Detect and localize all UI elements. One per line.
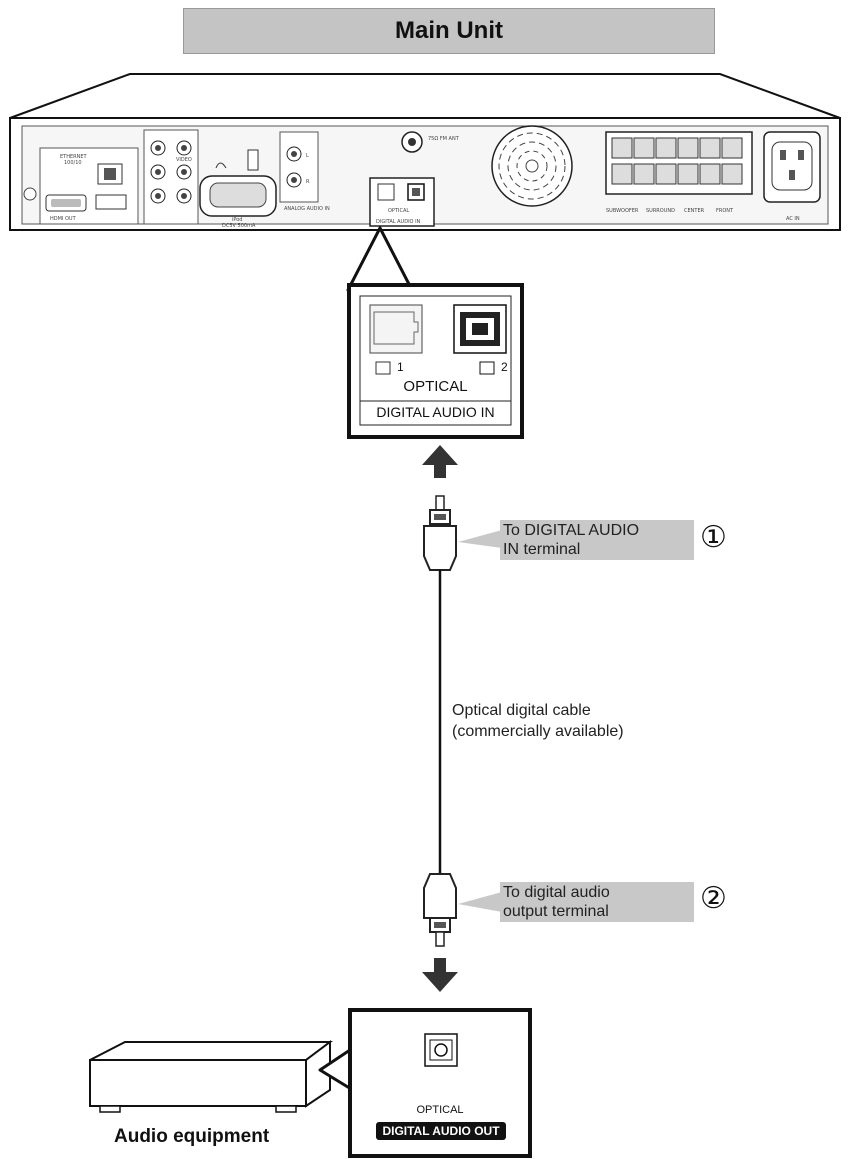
port-1-number: 1 xyxy=(397,360,404,374)
fm-ant-label: 75Ω FM ANT xyxy=(428,136,460,142)
ipod-dock-connector: iPod DC5V 500mA xyxy=(199,149,277,229)
callout-2-pointer xyxy=(458,892,502,912)
top-zoom-pointer xyxy=(346,226,414,292)
digital-audio-out-label: DIGITAL AUDIO OUT xyxy=(382,1124,500,1138)
port-2-number: 2 xyxy=(501,360,508,374)
subwoofer-label: SUBWOOFER xyxy=(606,208,639,214)
bottom-zoom-panel xyxy=(348,1008,532,1158)
rear-digital-audio-in-label: DIGITAL AUDIO IN xyxy=(376,219,421,225)
callout-2-line1: To digital audio xyxy=(503,884,610,901)
optical-port-1 xyxy=(369,304,423,354)
bottom-optical-label: OPTICAL xyxy=(416,1104,464,1116)
optical-plug-2 xyxy=(423,873,457,947)
ethernet-hdmi-section: ETHERNET 100/10 HDMI OUT xyxy=(23,147,139,225)
callout-1-line2: IN terminal xyxy=(503,541,581,558)
callout-1-line1: To DIGITAL AUDIO xyxy=(503,522,640,539)
top-zoom-panel xyxy=(347,283,524,439)
optical-output-port xyxy=(424,1033,458,1067)
video-jacks: VIDEO xyxy=(143,129,199,225)
ipod-label: iPod xyxy=(232,217,242,223)
analog-audio-label: ANALOG AUDIO IN xyxy=(284,206,330,212)
main-unit-title: Main Unit xyxy=(395,17,503,44)
ac-in-label: AC IN xyxy=(786,216,800,222)
ethernet-speed-label: 100/10 xyxy=(64,160,82,166)
svg-text:L: L xyxy=(306,153,309,159)
ac-inlet: AC IN xyxy=(763,131,821,222)
callout-2-text: To digital audio output terminal xyxy=(500,882,694,922)
front-label: FRONT xyxy=(716,208,734,214)
arrow-down-icon xyxy=(422,958,458,992)
optical-plug-1 xyxy=(423,495,457,571)
rear-optical-label: OPTICAL xyxy=(388,208,409,214)
svg-text:R: R xyxy=(306,179,310,185)
audio-equipment-box xyxy=(89,1040,333,1113)
video-label: VIDEO xyxy=(176,157,192,163)
ipod-power-label: DC5V 500mA xyxy=(222,223,256,229)
surround-label: SURROUND xyxy=(646,208,675,214)
analog-audio-in-jacks: L R ANALOG AUDIO IN xyxy=(279,131,330,212)
speaker-terminals: SUBWOOFER SURROUND CENTER FRONT xyxy=(605,131,753,214)
optical-port-2 xyxy=(453,304,507,354)
audio-equipment-label: Audio equipment xyxy=(114,1126,270,1147)
step-1-number: ① xyxy=(700,520,727,555)
cable-label-line2: (commercially available) xyxy=(452,723,624,740)
cable-label: Optical digital cable (commercially avai… xyxy=(452,700,624,742)
cooling-fan-grille xyxy=(491,125,573,207)
fm-antenna-jack: 75Ω FM ANT xyxy=(401,131,460,153)
step-2-number: ② xyxy=(700,881,727,916)
hdmi-out-label: HDMI OUT xyxy=(50,216,77,222)
top-optical-label: OPTICAL xyxy=(403,378,468,395)
rear-optical-ports: OPTICAL DIGITAL AUDIO IN xyxy=(369,177,435,227)
ethernet-label: ETHERNET xyxy=(60,154,88,160)
main-unit-banner: Main Unit xyxy=(183,8,715,54)
callout-1-text: To DIGITAL AUDIO IN terminal xyxy=(500,520,694,560)
arrow-up-icon xyxy=(422,445,458,478)
callout-1-pointer xyxy=(458,530,502,548)
cable-label-line1: Optical digital cable xyxy=(452,702,591,719)
top-digital-audio-in-label: DIGITAL AUDIO IN xyxy=(376,404,495,420)
callout-2-line2: output terminal xyxy=(503,903,609,920)
center-label: CENTER xyxy=(684,208,705,214)
